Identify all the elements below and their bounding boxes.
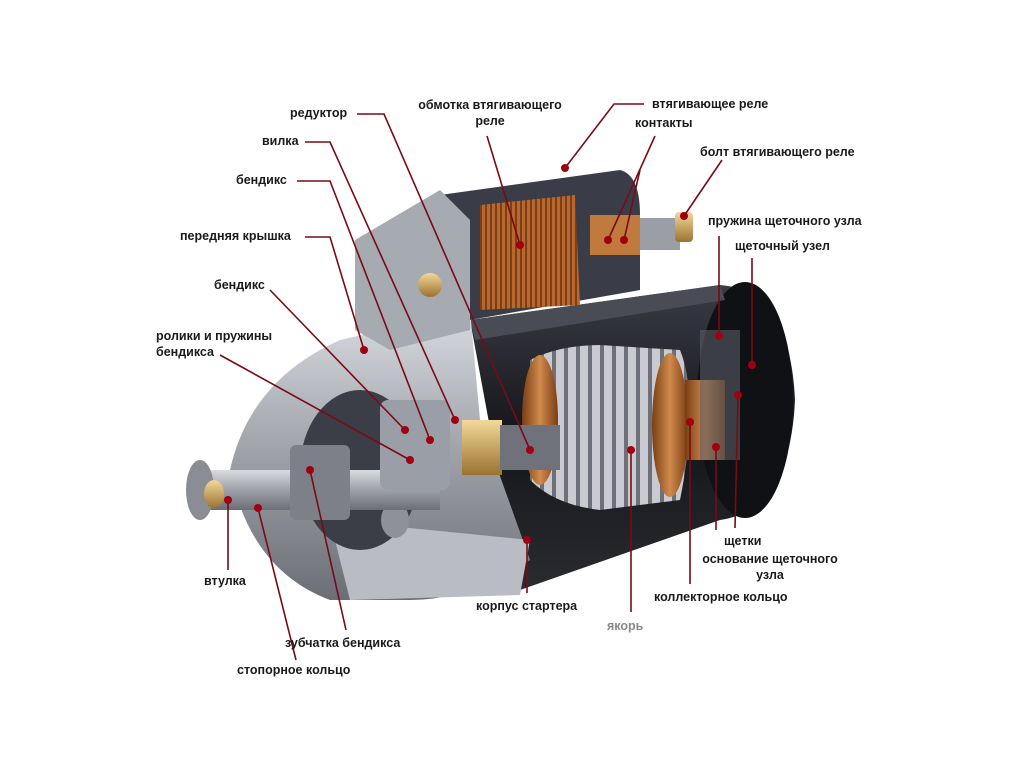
label-bendiks-1: бендикс — [236, 173, 287, 187]
label-roliki-line2: бендикса — [156, 345, 214, 359]
leader-dots — [224, 164, 756, 544]
label-osnovanie: основание щеточного узла — [695, 551, 845, 583]
label-roliki-line1: ролики и пружины — [156, 329, 273, 343]
solenoid — [355, 170, 693, 350]
label-osnovanie-line2: узла — [756, 568, 784, 582]
label-obmotka-line1: обмотка втягивающего — [418, 98, 562, 112]
label-zubchatka: зубчатка бендикса — [285, 636, 401, 650]
label-bendiks-2: бендикс — [214, 278, 265, 292]
label-roliki: ролики и пружины бендикса — [156, 328, 272, 360]
label-korpus: корпус стартера — [476, 599, 578, 613]
label-vtulka: втулка — [204, 574, 246, 588]
label-vtyag-rele: втягивающее реле — [652, 97, 769, 111]
label-stopornoe: стопорное кольцо — [237, 663, 351, 677]
label-vilka: вилка — [262, 134, 299, 148]
label-bolt: болт втягивающего реле — [700, 145, 855, 159]
label-perednyaya-kryshka: передняя крышка — [180, 229, 291, 243]
label-reduktor: редуктор — [290, 106, 348, 120]
label-shchetki: щетки — [724, 534, 762, 548]
label-pruzhina: пружина щеточного узла — [708, 214, 862, 228]
label-kollektor: коллекторное кольцо — [654, 590, 788, 604]
label-obmotka-line2: реле — [475, 114, 505, 128]
label-yakor: якорь — [607, 619, 644, 633]
leader-lines — [219, 103, 753, 661]
label-kontakty: контакты — [635, 116, 693, 130]
label-osnovanie-line1: основание щеточного — [702, 552, 838, 566]
label-obmotka: обмотка втягивающего реле — [410, 97, 570, 129]
label-shchetochny-uzel: щеточный узел — [735, 239, 830, 253]
